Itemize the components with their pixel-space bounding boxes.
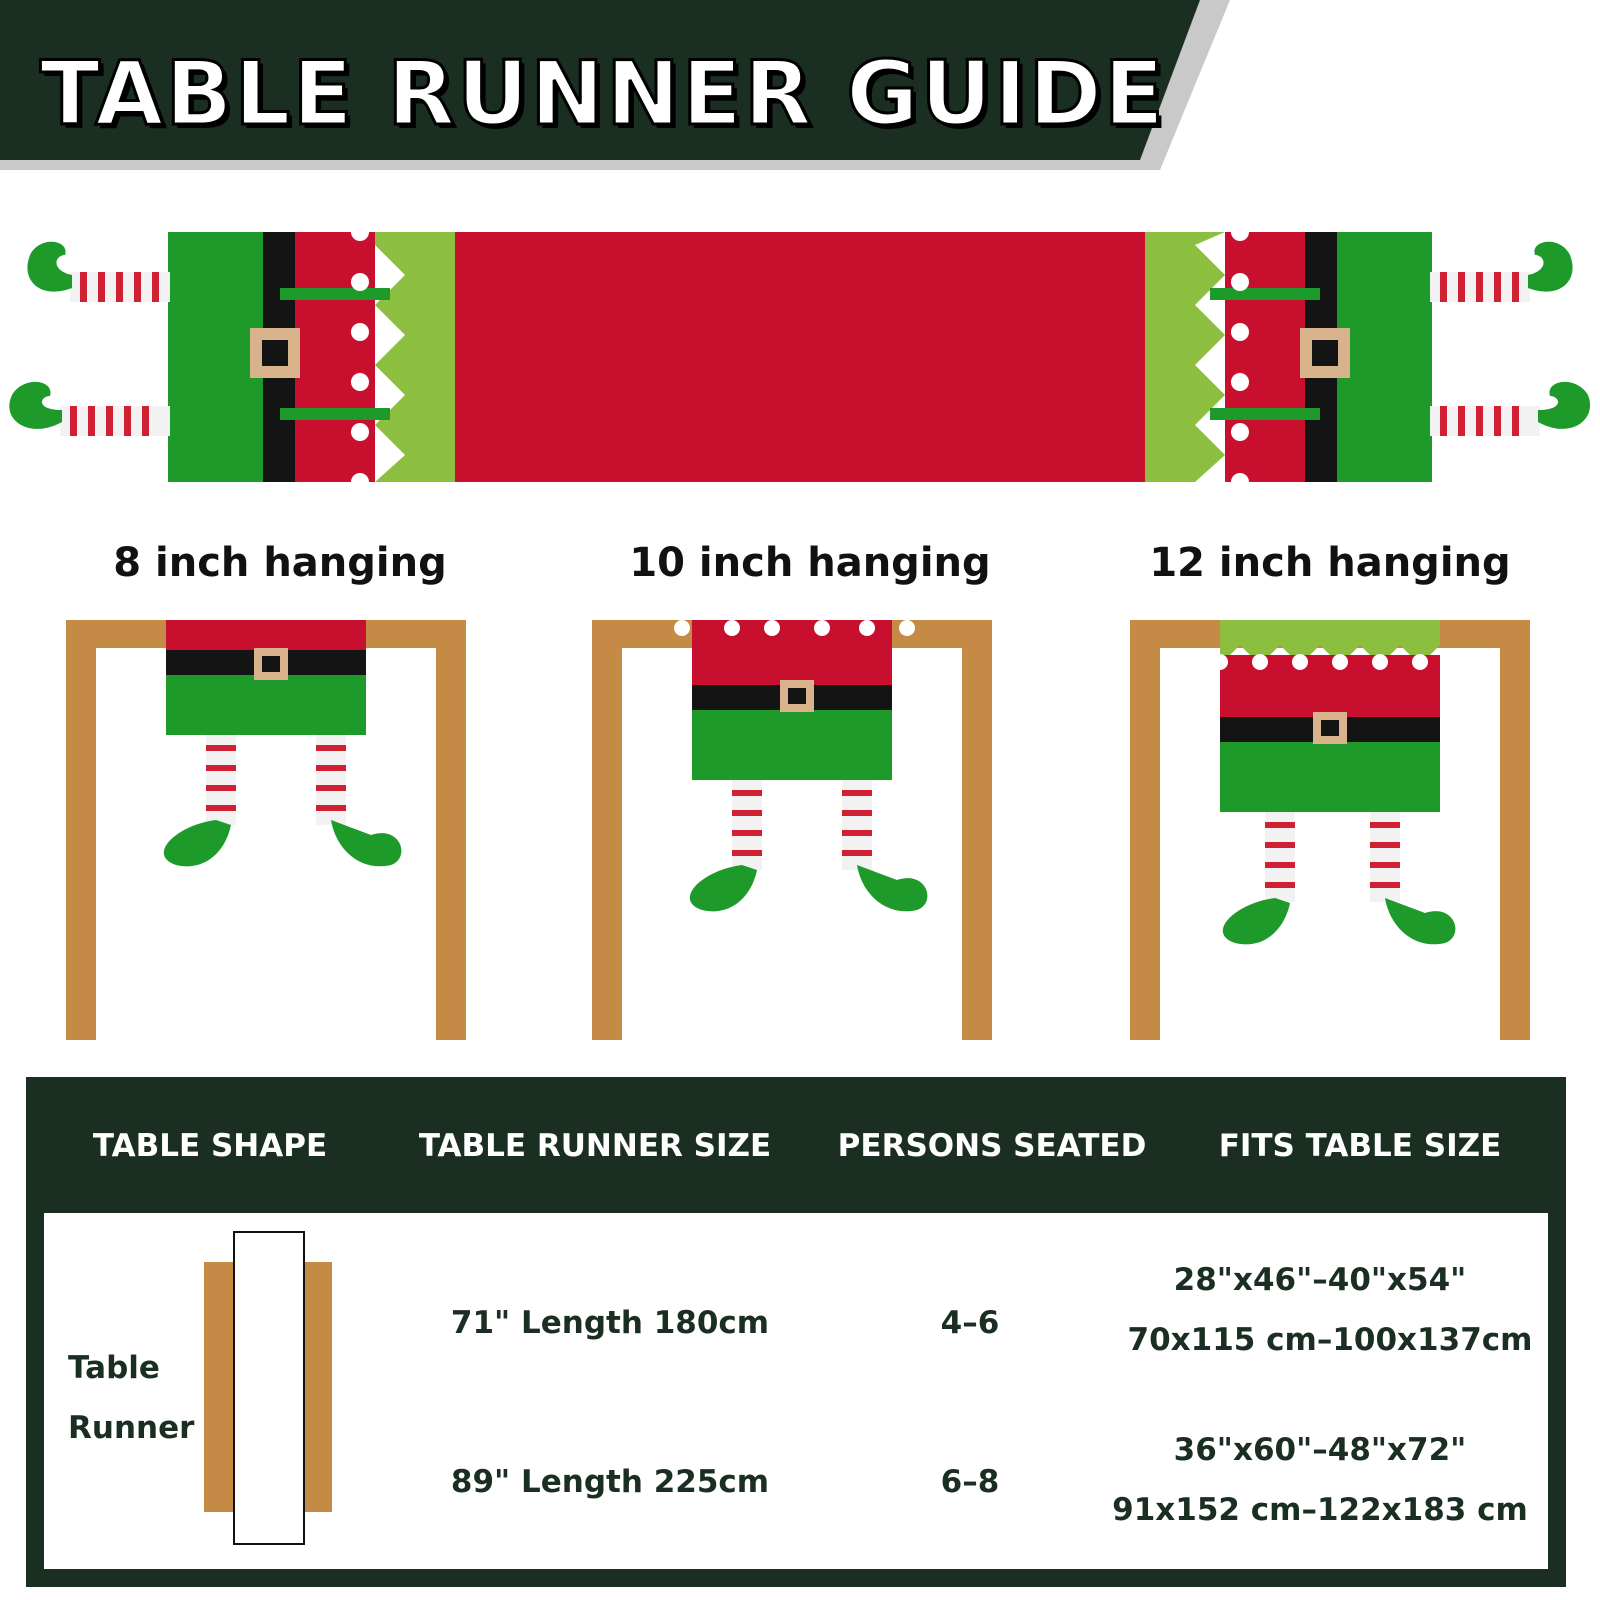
page-title: TABLE RUNNER GUIDE	[39, 41, 1166, 147]
shape-label-runner: Runner	[68, 1410, 195, 1446]
table-scene-12-inch	[1130, 620, 1530, 1040]
runner-shape-icon	[204, 1231, 332, 1545]
title-banner: TABLE RUNNER GUIDE	[0, 0, 1600, 180]
row1-fits-inches: 28"x46"–40"x54"	[1173, 1262, 1467, 1298]
row1-size: 71" Length 180cm	[450, 1305, 770, 1341]
shape-label-table: Table	[68, 1350, 160, 1386]
header-table-shape: TABLE SHAPE	[92, 1128, 328, 1164]
header-persons-seated: PERSONS SEATED	[837, 1128, 1147, 1164]
header-runner-size: TABLE RUNNER SIZE	[418, 1128, 772, 1164]
row2-fits-cm: 91x152 cm–122x183 cm	[1112, 1492, 1528, 1528]
caption-10-inch: 10 inch hanging	[629, 540, 991, 586]
row2-size: 89" Length 225cm	[450, 1464, 770, 1500]
row1-persons: 4–6	[940, 1305, 1000, 1341]
banner-shape	[0, 0, 1230, 170]
row2-fits-inches: 36"x60"–48"x72"	[1173, 1432, 1467, 1468]
caption-12-inch: 12 inch hanging	[1149, 540, 1511, 586]
header-fits-table-size: FITS TABLE SIZE	[1218, 1128, 1502, 1164]
table-scene-8-inch	[66, 620, 466, 1040]
table-scene-10-inch	[592, 620, 992, 1040]
table-runner-illustration	[9, 223, 1591, 491]
row1-fits-cm: 70x115 cm–100x137cm	[1127, 1322, 1533, 1358]
caption-8-inch: 8 inch hanging	[113, 540, 447, 586]
row2-persons: 6–8	[940, 1464, 1000, 1500]
